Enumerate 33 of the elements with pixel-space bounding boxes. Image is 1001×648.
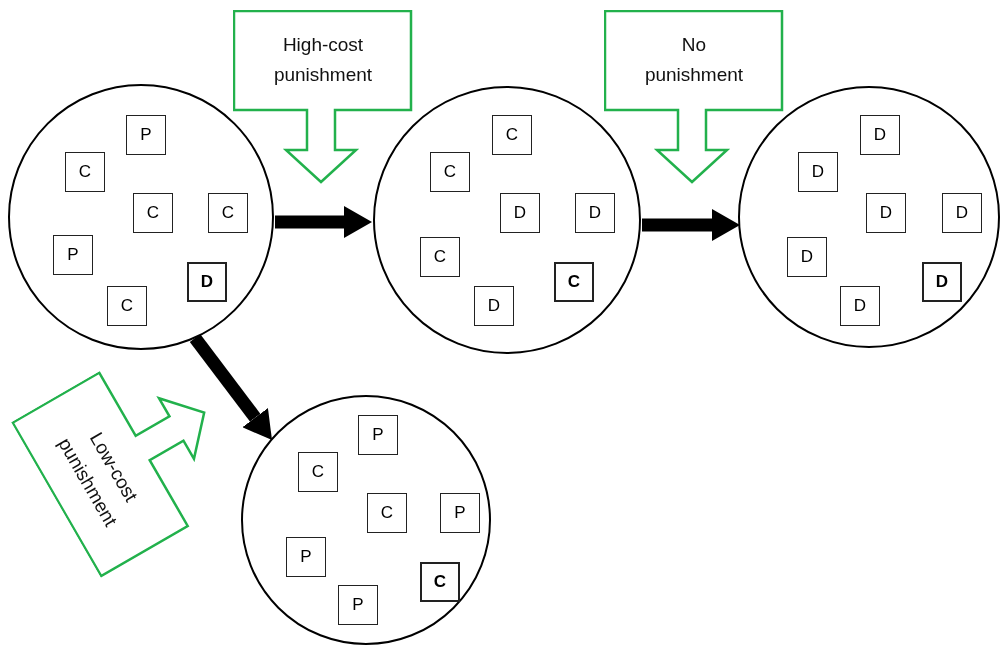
strategy-box: P	[126, 115, 166, 155]
strategy-box: P	[286, 537, 326, 577]
strategy-box: D	[840, 286, 880, 326]
block-arrow	[642, 209, 740, 241]
strategy-box: C	[298, 452, 338, 492]
strategy-box: C	[430, 152, 470, 192]
callout-text: No punishment	[644, 33, 744, 87]
strategy-box: C	[367, 493, 407, 533]
strategy-box: D	[866, 193, 906, 233]
block-arrow	[275, 206, 372, 238]
strategy-box: D	[798, 152, 838, 192]
strategy-box: C	[420, 562, 460, 602]
strategy-box: C	[65, 152, 105, 192]
callout-text: High-cost punishment	[273, 33, 373, 87]
strategy-box: C	[107, 286, 147, 326]
strategy-box: C	[554, 262, 594, 302]
strategy-box: P	[338, 585, 378, 625]
strategy-box: D	[860, 115, 900, 155]
strategy-box: C	[492, 115, 532, 155]
block-arrow	[189, 334, 272, 440]
strategy-box: D	[575, 193, 615, 233]
strategy-box: P	[440, 493, 480, 533]
strategy-box: D	[500, 193, 540, 233]
strategy-box: C	[420, 237, 460, 277]
strategy-box: D	[187, 262, 227, 302]
strategy-box: C	[133, 193, 173, 233]
strategy-box: P	[358, 415, 398, 455]
strategy-box: D	[787, 237, 827, 277]
strategy-box: D	[922, 262, 962, 302]
strategy-box: D	[942, 193, 982, 233]
strategy-box: P	[53, 235, 93, 275]
strategy-box: C	[208, 193, 248, 233]
strategy-box: D	[474, 286, 514, 326]
